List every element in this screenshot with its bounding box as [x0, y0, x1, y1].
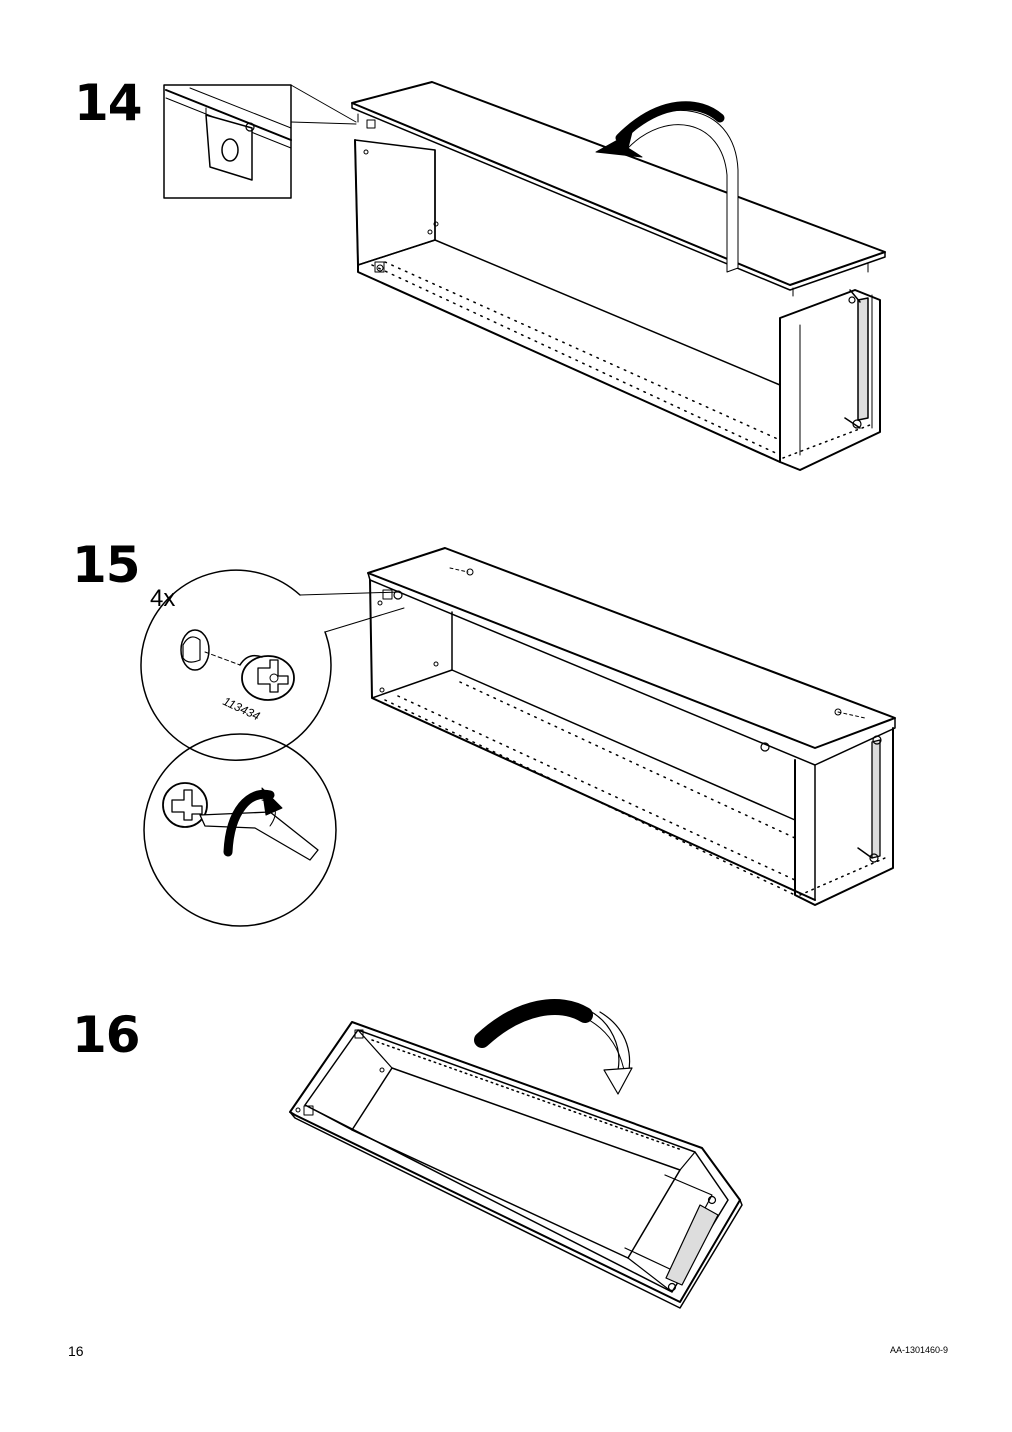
step-number-15: 15	[72, 536, 141, 594]
top-panel	[351, 81, 886, 297]
quantity-label: 4x	[150, 585, 175, 612]
step-14-illustration	[163, 81, 886, 471]
cabinet-carcass	[354, 139, 781, 463]
step-number-16: 16	[72, 1006, 141, 1064]
step-15-illustration: 113434 4x	[140, 547, 896, 927]
cabinet-lying	[289, 1021, 743, 1309]
document-code: AA-1301460-9	[889, 1345, 948, 1355]
flip-arrow	[474, 999, 633, 1095]
step-number-14: 14	[74, 74, 143, 132]
tighten-detail	[143, 733, 337, 927]
assembled-cabinet	[367, 547, 896, 906]
right-side-panel	[779, 289, 881, 471]
cam-lock-detail	[140, 569, 405, 761]
page-number: 16	[68, 1343, 84, 1359]
rotate-arrow	[595, 101, 739, 273]
step-14-detail-inset	[163, 84, 357, 199]
